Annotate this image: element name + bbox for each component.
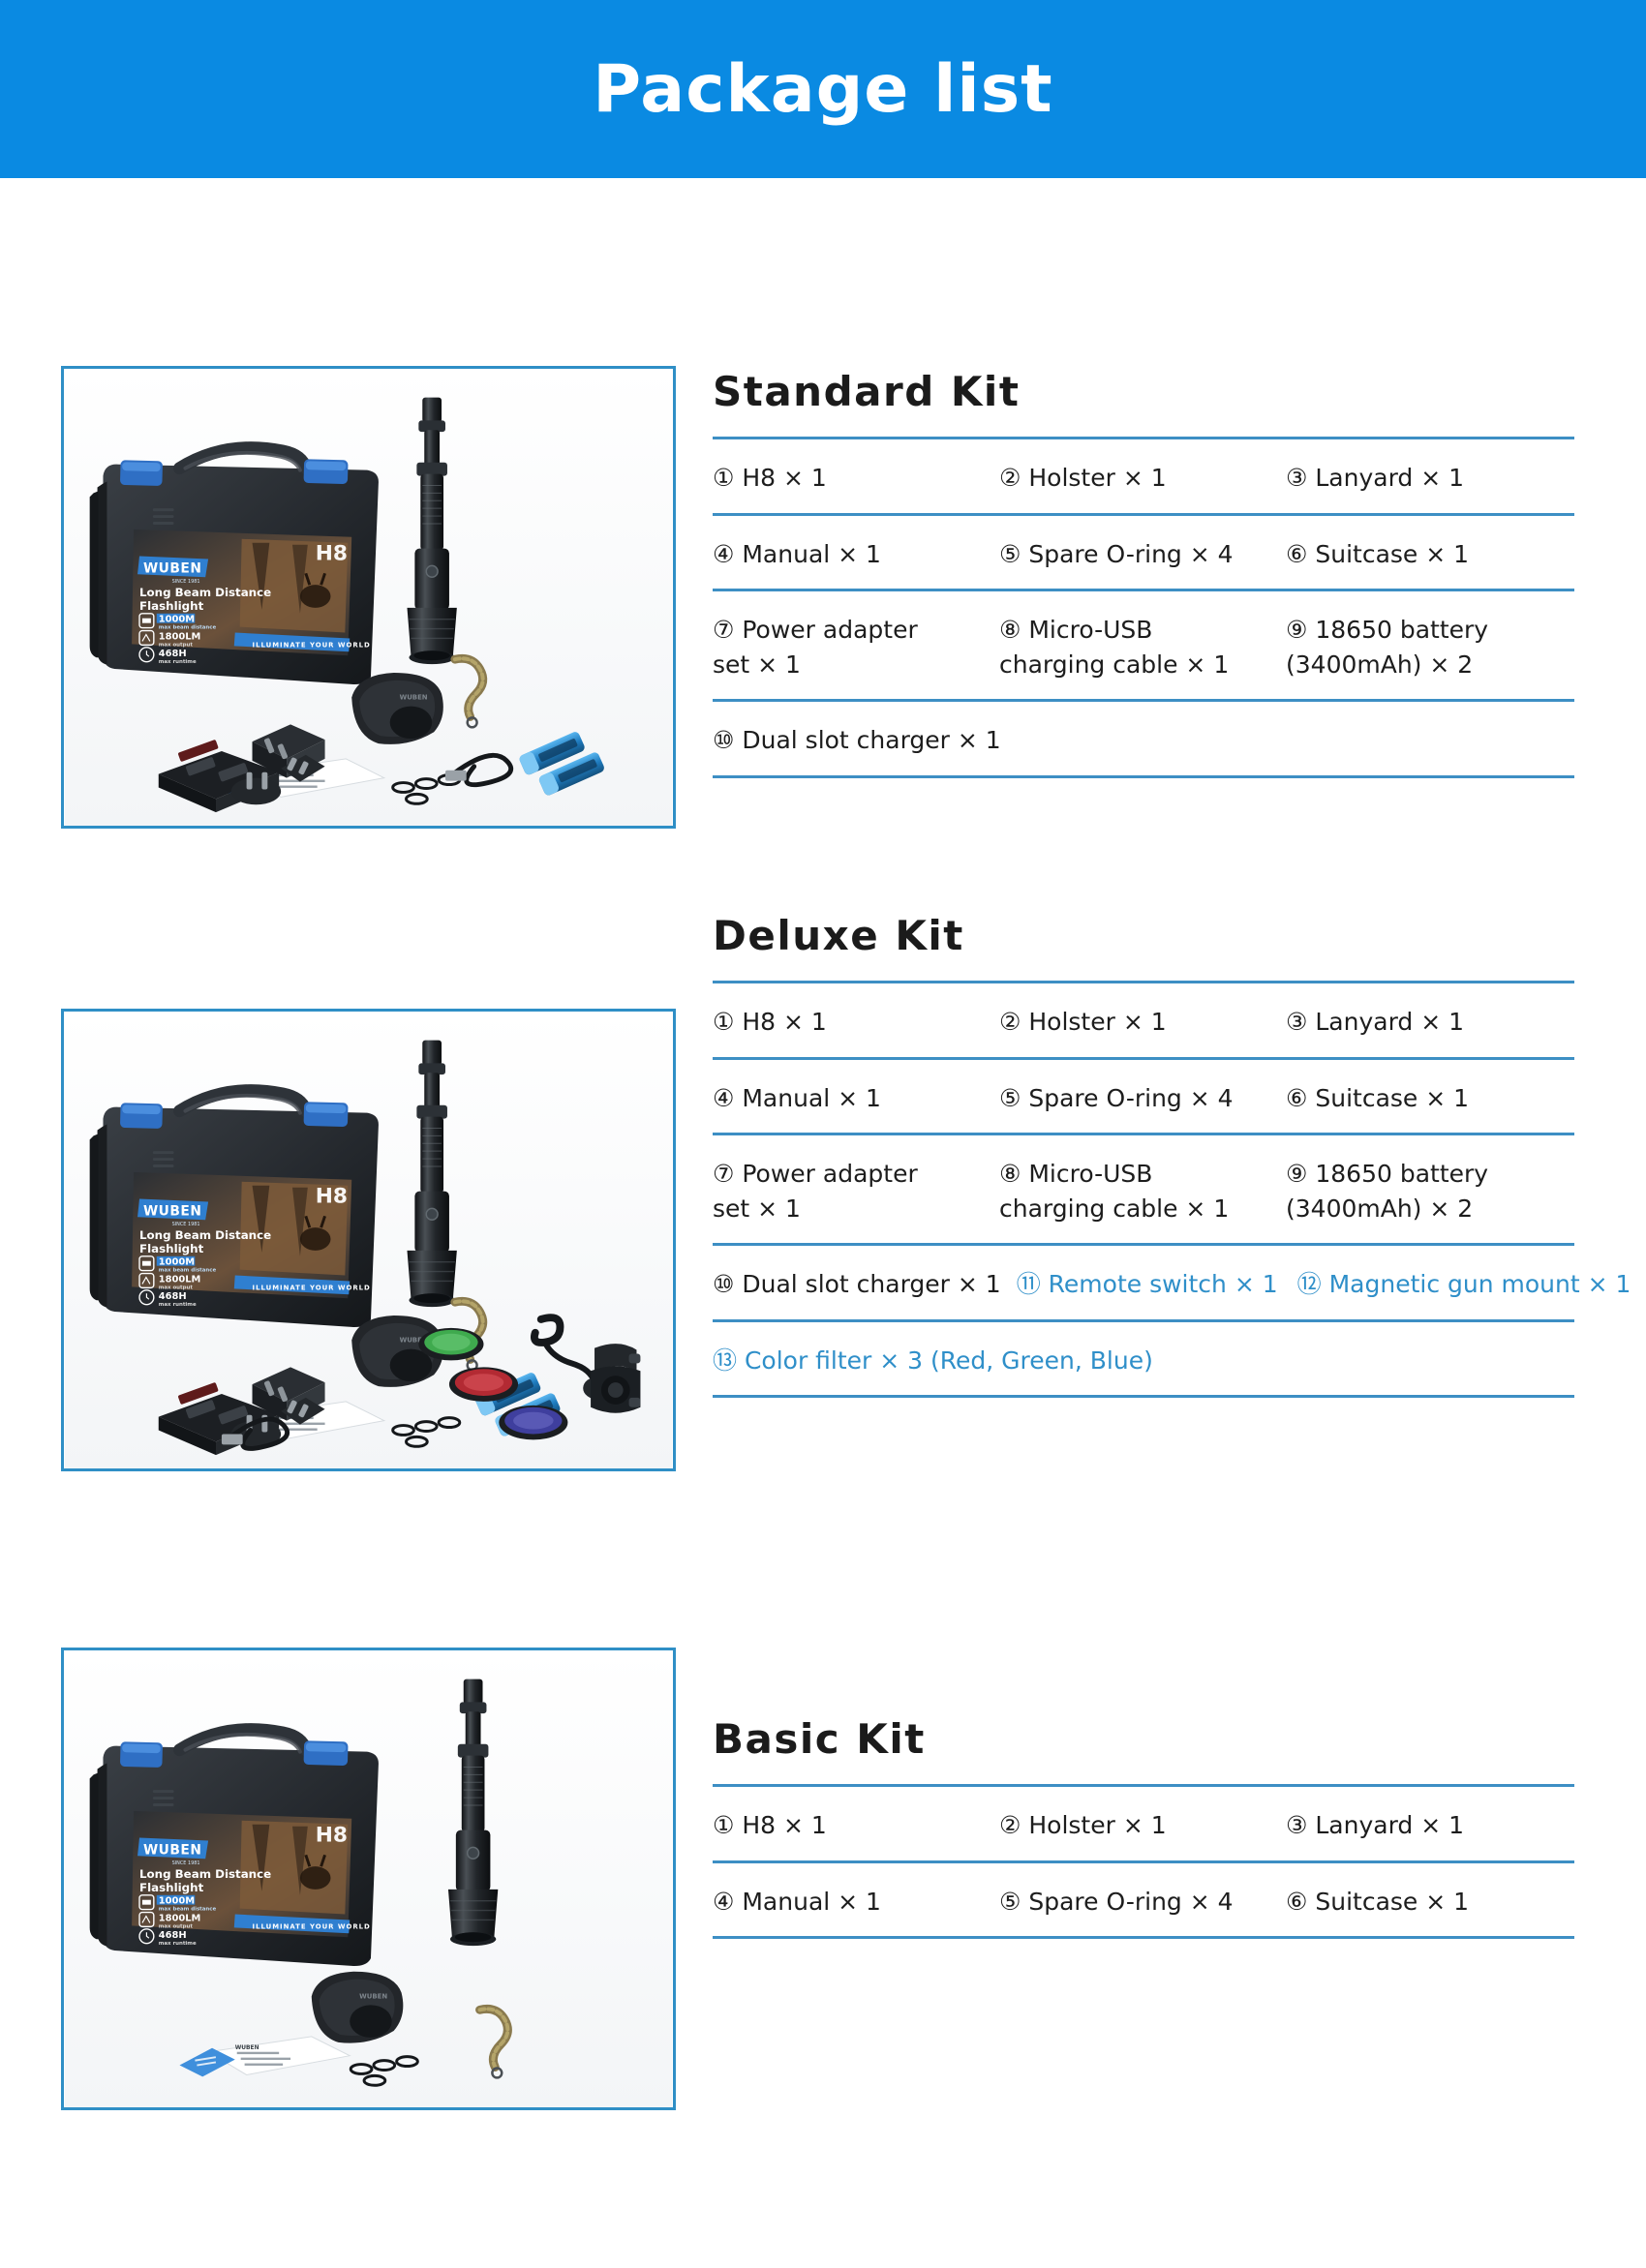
kit-item: ⑥ Suitcase × 1 bbox=[1286, 1083, 1470, 1112]
page-header-banner: Package list bbox=[0, 0, 1646, 178]
kit-item: ⑤ Spare O-ring × 4 bbox=[999, 1083, 1234, 1112]
svg-text:ILLUMINATE YOUR WORLD: ILLUMINATE YOUR WORLD bbox=[253, 1922, 371, 1930]
kit-section-basic: Basic Kit ① H8 × 1 ② Holster × 1 ③ Lanyard … bbox=[713, 1715, 1574, 1939]
svg-text:SINCE 1981: SINCE 1981 bbox=[172, 1860, 200, 1866]
kit-item: ① H8 × 1 bbox=[713, 1008, 827, 1036]
svg-text:max output: max output bbox=[159, 1923, 194, 1929]
svg-text:ILLUMINATE YOUR WORLD: ILLUMINATE YOUR WORLD bbox=[253, 641, 371, 649]
svg-text:max beam distance: max beam distance bbox=[159, 1268, 217, 1274]
svg-text:Long Beam Distance: Long Beam Distance bbox=[139, 586, 271, 599]
svg-text:max runtime: max runtime bbox=[159, 659, 197, 665]
svg-text:max beam distance: max beam distance bbox=[159, 625, 217, 631]
kit-title-standard: Standard Kit bbox=[713, 368, 1021, 415]
svg-text:1000M: 1000M bbox=[159, 1257, 195, 1268]
kit-item: ④ Manual × 1 bbox=[713, 539, 881, 568]
kit-item-row: ④ Manual × 1 ⑤ Spare O-ring × 4 ⑥ Suitcase… bbox=[713, 1860, 1574, 1939]
kit-item: ⑧ Micro-USB charging cable × 1 bbox=[999, 1160, 1230, 1223]
kit-section-standard: Standard Kit ① H8 × 1 ② Holster × 1 ③ Lanya… bbox=[713, 368, 1574, 778]
kit-item-row: ④ Manual × 1 ⑤ Spare O-ring × 4 ⑥ Suitcase… bbox=[713, 1056, 1574, 1134]
kit-item: ⑤ Spare O-ring × 4 bbox=[999, 539, 1234, 568]
svg-text:WUBEN: WUBEN bbox=[400, 694, 428, 702]
svg-text:WUBEN: WUBEN bbox=[359, 1992, 387, 2000]
svg-text:468H: 468H bbox=[159, 1291, 187, 1302]
kit-item: ⑨ 18650 battery (3400mAh) × 2 bbox=[1286, 1160, 1489, 1223]
svg-text:Long Beam Distance: Long Beam Distance bbox=[139, 1228, 271, 1242]
kit-item: ② Holster × 1 bbox=[999, 1008, 1167, 1036]
kit-item-row: ⑦ Power adapter set × 1 ⑧ Micro-USB charg… bbox=[713, 1133, 1574, 1243]
svg-text:WUBEN: WUBEN bbox=[143, 1842, 201, 1858]
svg-text:max runtime: max runtime bbox=[159, 1941, 197, 1947]
svg-text:ILLUMINATE YOUR WORLD: ILLUMINATE YOUR WORLD bbox=[253, 1284, 371, 1291]
kit-item: ② Holster × 1 bbox=[999, 1811, 1167, 1839]
kit-item: ⑪ Remote switch × 1 bbox=[1016, 1270, 1278, 1298]
kit-item: ④ Manual × 1 bbox=[713, 1887, 881, 1916]
svg-text:max output: max output bbox=[159, 1285, 194, 1290]
svg-text:Flashlight: Flashlight bbox=[139, 1242, 204, 1255]
kit-item-table-deluxe: ① H8 × 1 ② Holster × 1 ③ Lanyard × 1 ④ Manu… bbox=[713, 981, 1631, 1398]
kit-item: ③ Lanyard × 1 bbox=[1286, 1811, 1465, 1839]
kit-item-row: ① H8 × 1 ② Holster × 1 ③ Lanyard × 1 bbox=[713, 981, 1574, 1057]
svg-text:WUBEN: WUBEN bbox=[400, 1337, 428, 1345]
kit-item: ⑥ Suitcase × 1 bbox=[1286, 539, 1470, 568]
product-photo-deluxe-kit: WUBEN SINCE 1981 Long Beam Distance Flas… bbox=[61, 1009, 676, 1471]
svg-text:1800LM: 1800LM bbox=[159, 1913, 201, 1923]
kit-item: ⑬ Color filter × 3 (Red, Green, Blue) bbox=[713, 1346, 1153, 1375]
svg-text:max beam distance: max beam distance bbox=[159, 1907, 217, 1913]
kit-item: ⑩ Dual slot charger × 1 bbox=[713, 726, 1001, 754]
svg-text:Flashlight: Flashlight bbox=[139, 599, 204, 613]
svg-text:WUBEN: WUBEN bbox=[235, 2045, 259, 2051]
svg-text:1800LM: 1800LM bbox=[159, 631, 201, 642]
kit-title-deluxe: Deluxe Kit bbox=[713, 912, 964, 959]
svg-text:Flashlight: Flashlight bbox=[139, 1881, 204, 1894]
product-photo-standard-kit: WUBEN SINCE 1981 Long Beam Distance Flas… bbox=[61, 366, 676, 829]
kit-item: ⑦ Power adapter set × 1 bbox=[713, 1160, 918, 1223]
kit-item: ⑧ Micro-USB charging cable × 1 bbox=[999, 616, 1230, 679]
page-title: Package list bbox=[593, 50, 1053, 128]
kit-item-table-standard: ① H8 × 1 ② Holster × 1 ③ Lanyard × 1 ④ Manu… bbox=[713, 437, 1574, 778]
product-illustration: WUBEN SINCE 1981 Long Beam Distance Flas… bbox=[64, 369, 673, 826]
kit-item-table-basic: ① H8 × 1 ② Holster × 1 ③ Lanyard × 1 ④ Manu… bbox=[713, 1784, 1574, 1939]
kit-item: ⑦ Power adapter set × 1 bbox=[713, 616, 918, 679]
svg-text:H8: H8 bbox=[316, 1184, 348, 1208]
kit-item-row: ④ Manual × 1 ⑤ Spare O-ring × 4 ⑥ Suitcase… bbox=[713, 512, 1574, 590]
kit-item: ① H8 × 1 bbox=[713, 1811, 827, 1839]
svg-text:max output: max output bbox=[159, 642, 194, 648]
kit-item: ⑩ Dual slot charger × 1 bbox=[713, 1270, 1001, 1298]
kit-section-deluxe: Deluxe Kit ① H8 × 1 ② Holster × 1 ③ Lanyard… bbox=[713, 912, 1631, 1398]
svg-text:H8: H8 bbox=[316, 1823, 348, 1847]
kit-item-row: ⑩ Dual slot charger × 1 bbox=[713, 699, 1574, 778]
svg-text:1000M: 1000M bbox=[159, 615, 195, 625]
kit-item: ③ Lanyard × 1 bbox=[1286, 464, 1465, 492]
svg-text:max runtime: max runtime bbox=[159, 1302, 197, 1308]
product-illustration: WUBEN SINCE 1981 Long Beam Distance Flas… bbox=[64, 1012, 673, 1468]
kit-item: ⑨ 18650 battery (3400mAh) × 2 bbox=[1286, 616, 1489, 679]
kit-item-row: ① H8 × 1 ② Holster × 1 ③ Lanyard × 1 bbox=[713, 437, 1574, 513]
svg-text:468H: 468H bbox=[159, 649, 187, 659]
kit-item-row: ⑩ Dual slot charger × 1 ⑪ Remote switch ×… bbox=[713, 1243, 1631, 1319]
svg-text:WUBEN: WUBEN bbox=[143, 560, 201, 576]
kit-item: ② Holster × 1 bbox=[999, 464, 1167, 492]
svg-text:1800LM: 1800LM bbox=[159, 1274, 201, 1285]
svg-text:SINCE 1981: SINCE 1981 bbox=[172, 1222, 200, 1227]
svg-text:WUBEN: WUBEN bbox=[143, 1203, 201, 1219]
product-illustration: WUBEN SINCE 1981 Long Beam Distance Flas… bbox=[64, 1650, 673, 2107]
svg-text:SINCE 1981: SINCE 1981 bbox=[172, 579, 200, 585]
kit-item: ⑥ Suitcase × 1 bbox=[1286, 1887, 1470, 1916]
product-photo-basic-kit: WUBEN SINCE 1981 Long Beam Distance Flas… bbox=[61, 1648, 676, 2110]
kit-item: ⑤ Spare O-ring × 4 bbox=[999, 1887, 1234, 1916]
svg-text:H8: H8 bbox=[316, 541, 348, 565]
kit-item-row: ① H8 × 1 ② Holster × 1 ③ Lanyard × 1 bbox=[713, 1784, 1574, 1860]
kit-item-row: ⑦ Power adapter set × 1 ⑧ Micro-USB charg… bbox=[713, 589, 1574, 699]
svg-text:468H: 468H bbox=[159, 1930, 187, 1941]
kit-title-basic: Basic Kit bbox=[713, 1715, 926, 1763]
kit-item: ① H8 × 1 bbox=[713, 464, 827, 492]
kit-item: ⑫ Magnetic gun mount × 1 bbox=[1296, 1270, 1631, 1298]
kit-item: ③ Lanyard × 1 bbox=[1286, 1008, 1465, 1036]
kit-item-row: ⑬ Color filter × 3 (Red, Green, Blue) bbox=[713, 1318, 1574, 1398]
svg-text:Long Beam Distance: Long Beam Distance bbox=[139, 1867, 271, 1881]
kit-item: ④ Manual × 1 bbox=[713, 1083, 881, 1112]
svg-text:1000M: 1000M bbox=[159, 1896, 195, 1907]
